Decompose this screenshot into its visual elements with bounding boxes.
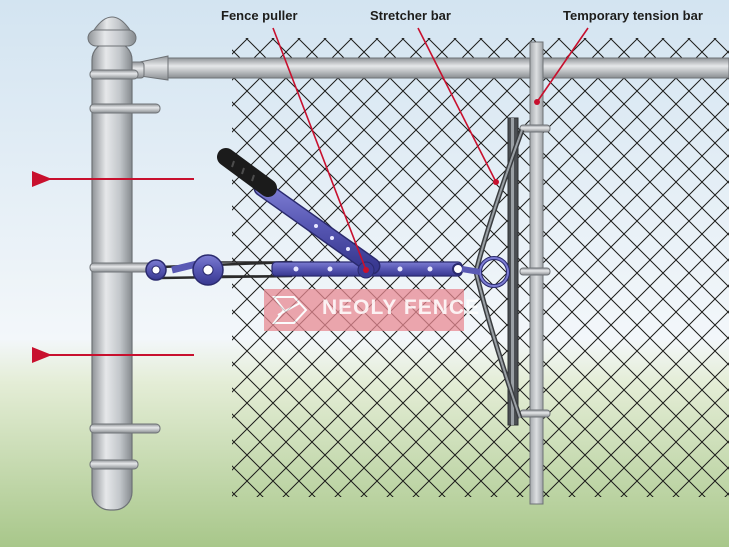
stretcher-bar-label: Stretcher bar (370, 8, 451, 23)
tension-band (89, 423, 161, 434)
fence-puller-label: Fence puller (221, 8, 298, 23)
temporary-tension-bar (519, 41, 551, 505)
terminal-post (87, 16, 161, 511)
tension-bar-leader-line (536, 27, 589, 103)
temporary-tension-bar-label: Temporary tension bar (563, 8, 703, 23)
watermark-brand-text: NEOLY FENCE (322, 296, 481, 319)
tension-band (89, 69, 139, 80)
top-rail (129, 55, 729, 81)
tension-band (89, 459, 139, 470)
stretcher-bar-leader-line (417, 27, 497, 183)
fence-puller-leader-line (272, 27, 367, 271)
watermark (264, 289, 464, 331)
tension-band (89, 103, 161, 114)
